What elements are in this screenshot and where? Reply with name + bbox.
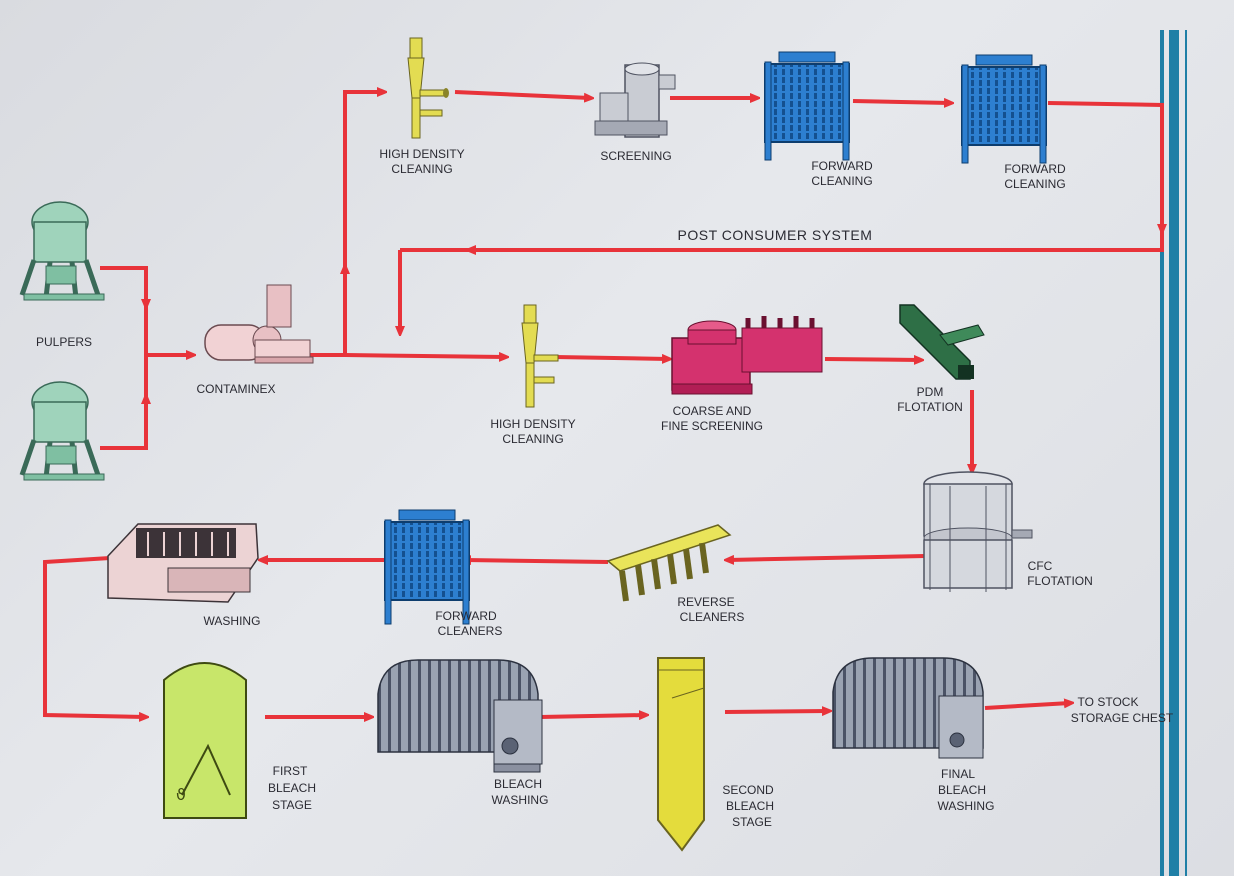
pulper-icon — [19, 201, 105, 301]
flow-to-final-washing-arrow — [724, 711, 828, 712]
label-screening: SCREENING — [600, 149, 671, 163]
cfc-flotation-icon — [923, 471, 1033, 592]
forward-cleaner-icon — [764, 51, 850, 161]
flow-pulper1-arrow — [100, 266, 146, 305]
flow-to-second-bleach-arrow — [539, 715, 645, 717]
flow-return-line — [400, 226, 1164, 252]
label-post-consumer-system: POST CONSUMER SYSTEM — [678, 227, 873, 243]
label-forward-cleaning-2: FORWARD — [1004, 162, 1066, 176]
label-hd-cleaning-mid-2: CLEANING — [502, 432, 563, 446]
high-density-cleaner-icon — [521, 304, 559, 408]
first-bleach-tower-icon: ϑ — [163, 662, 247, 819]
label-cfc-flotation: CFC — [1028, 559, 1053, 573]
flow-to-forward2-arrow — [852, 101, 950, 103]
label-reverse-cleaners-2: CLEANERS — [680, 610, 745, 624]
label-second-bleach: SECOND — [722, 783, 774, 797]
flow-to-screening-arrow — [454, 90, 590, 98]
label-bleach-washing: BLEACH — [494, 777, 542, 791]
forward-cleaner-icon — [961, 54, 1047, 164]
label-hd-cleaning-mid: HIGH DENSITY — [490, 417, 575, 431]
label-forward-cleaning-1b: CLEANING — [811, 174, 872, 188]
label-to-stock: TO STOCK — [1078, 695, 1139, 709]
label-forward-cleaning-2b: CLEANING — [1004, 177, 1065, 191]
contaminex-icon — [204, 284, 314, 364]
label-first-bleach-2: BLEACH — [268, 781, 316, 795]
flow-to-storage-arrow — [984, 703, 1070, 710]
label-pdm-flotation: PDM — [917, 385, 944, 399]
label-first-bleach-3: STAGE — [272, 798, 312, 812]
label-hd-cleaning-top-2: CLEANING — [391, 162, 452, 176]
second-bleach-vessel-icon — [657, 657, 705, 852]
flow-up-to-hd-top-arrow — [343, 92, 383, 355]
label-final-bleach-3: WASHING — [938, 799, 995, 813]
pulper-icon — [19, 381, 105, 481]
reverse-cleaners-icon — [606, 524, 732, 602]
washing-press-icon — [107, 523, 259, 603]
flow-to-hd-mid-arrow — [344, 355, 505, 357]
label-forward-cleaners: FORWARD — [435, 609, 497, 623]
label-hd-cleaning-top: HIGH DENSITY — [379, 147, 464, 161]
border-stripe — [1160, 30, 1187, 876]
label-coarse-fine-2: FINE SCREENING — [661, 419, 763, 433]
flow-lines — [43, 90, 1164, 717]
flow-right-down-arrow — [1047, 101, 1162, 230]
label-final-bleach-2: BLEACH — [938, 783, 986, 797]
flow-to-coarse-arrow — [554, 357, 668, 359]
flow-to-pdm-arrow — [824, 359, 920, 360]
label-washing: WASHING — [204, 614, 261, 628]
pdm-flotation-icon — [899, 304, 985, 380]
flow-to-forward-cleaners-arrow — [465, 560, 609, 562]
forward-cleaner-icon — [384, 509, 470, 625]
flow-down-to-bleach-arrow — [43, 556, 145, 717]
label-forward-cleaners-2: CLEANERS — [438, 624, 503, 638]
label-bleach-washing-2: WASHING — [492, 793, 549, 807]
label-pdm-flotation-2: FLOTATION — [897, 400, 963, 414]
label-second-bleach-3: STAGE — [732, 815, 772, 829]
label-cfc-flotation-2: FLOTATION — [1027, 574, 1093, 588]
label-coarse-fine: COARSE AND — [673, 404, 752, 418]
label-second-bleach-2: BLEACH — [726, 799, 774, 813]
label-reverse-cleaners: REVERSE — [677, 595, 734, 609]
label-first-bleach: FIRST — [273, 764, 308, 778]
label-pulpers: PULPERS — [36, 335, 92, 349]
label-to-stock-2: STORAGE CHEST — [1071, 711, 1174, 725]
label-final-bleach: FINAL — [941, 767, 975, 781]
svg-text:ϑ: ϑ — [176, 785, 186, 804]
screening-icon — [594, 62, 676, 138]
high-density-cleaner-icon — [407, 37, 449, 139]
coarse-fine-screening-icon — [671, 316, 823, 395]
flow-to-reverse-arrow — [728, 554, 926, 560]
flow-pulper2-arrow — [100, 398, 146, 450]
bleach-washer-drum-icon — [377, 659, 543, 773]
label-forward-cleaning-1: FORWARD — [811, 159, 873, 173]
final-washer-drum-icon — [832, 657, 984, 759]
labels: PULPERS CONTAMINEX HIGH DENSITY CLEANING… — [36, 147, 1174, 829]
label-contaminex: CONTAMINEX — [196, 382, 275, 396]
